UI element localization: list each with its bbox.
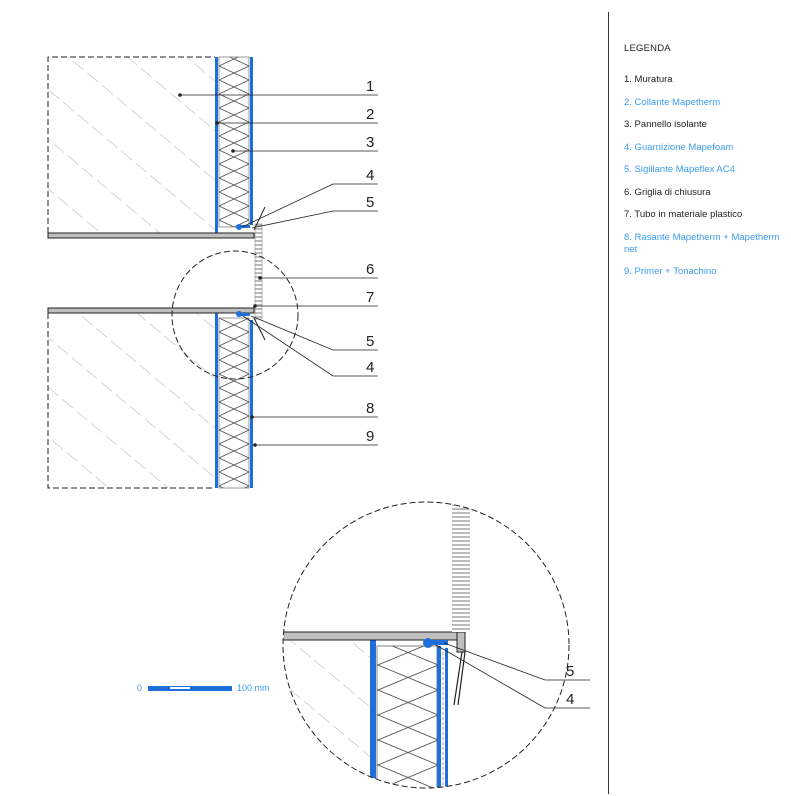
- scale-bar: 0 100 mm: [137, 683, 270, 693]
- detail-callout-5: 5: [566, 663, 574, 680]
- scale-start: 0: [137, 683, 142, 693]
- detail-marker-circle: [171, 250, 299, 380]
- callout-4-lower: 4: [366, 359, 374, 376]
- adhesive-layer: [215, 57, 218, 488]
- leader-dots: [178, 93, 262, 447]
- masonry-lower: [47, 313, 215, 489]
- gasket-seal-main: [236, 224, 250, 317]
- callout-3: 3: [366, 134, 374, 151]
- legend-item-8: 8. Rasante Mapetherm + Mapetherm net: [624, 231, 780, 255]
- legend-item-7: 7. Tubo in materiale plastico: [624, 209, 743, 220]
- callout-1: 1: [366, 78, 374, 95]
- legend-item-4: 4. Guarnizione Mapefoam: [624, 141, 734, 153]
- vertical-divider: [608, 12, 609, 794]
- detail-leaders: [435, 642, 590, 709]
- leader-lines: [180, 94, 378, 446]
- legend-item-9: 9. Primer + Tonachino: [624, 266, 717, 277]
- legend-item-3: 3. Pannello isolante: [624, 119, 707, 130]
- legend-item-1: 1. Muratura: [624, 74, 673, 85]
- callout-2: 2: [366, 106, 374, 123]
- insulation-lower: [218, 317, 250, 489]
- render-layer: [250, 57, 253, 488]
- masonry-upper: [47, 56, 215, 233]
- scale-end: 100 mm: [237, 683, 270, 693]
- detail-callout-4: 4: [566, 691, 574, 708]
- legend-panel: LEGENDA 1. Muratura 2. Collante Mapether…: [624, 43, 791, 289]
- callout-5-lower: 5: [366, 333, 374, 350]
- detail-circle: [282, 501, 570, 789]
- callout-7: 7: [366, 289, 374, 306]
- callout-6: 6: [366, 261, 374, 278]
- callout-5: 5: [366, 194, 374, 211]
- plastic-pipe: [47, 232, 255, 314]
- legend-list: 1. Muratura 2. Collante Mapetherm 3. Pan…: [624, 74, 791, 278]
- callout-labels-main: 1 2 3 4 5 6 7 5 4 8 9: [366, 78, 374, 445]
- legend-item-6: 6. Griglia di chiusura: [624, 186, 711, 198]
- insulation-upper: [218, 56, 250, 228]
- callout-9: 9: [366, 428, 374, 445]
- callout-labels-detail: 5 4: [566, 663, 574, 708]
- callout-4: 4: [366, 167, 374, 184]
- legend-item-5: 5. Sigillante Mapeflex AC4: [624, 164, 735, 175]
- callout-8: 8: [366, 400, 374, 417]
- legend-item-2: 2. Collante Mapetherm: [624, 96, 721, 108]
- legend-title: LEGENDA: [624, 43, 671, 54]
